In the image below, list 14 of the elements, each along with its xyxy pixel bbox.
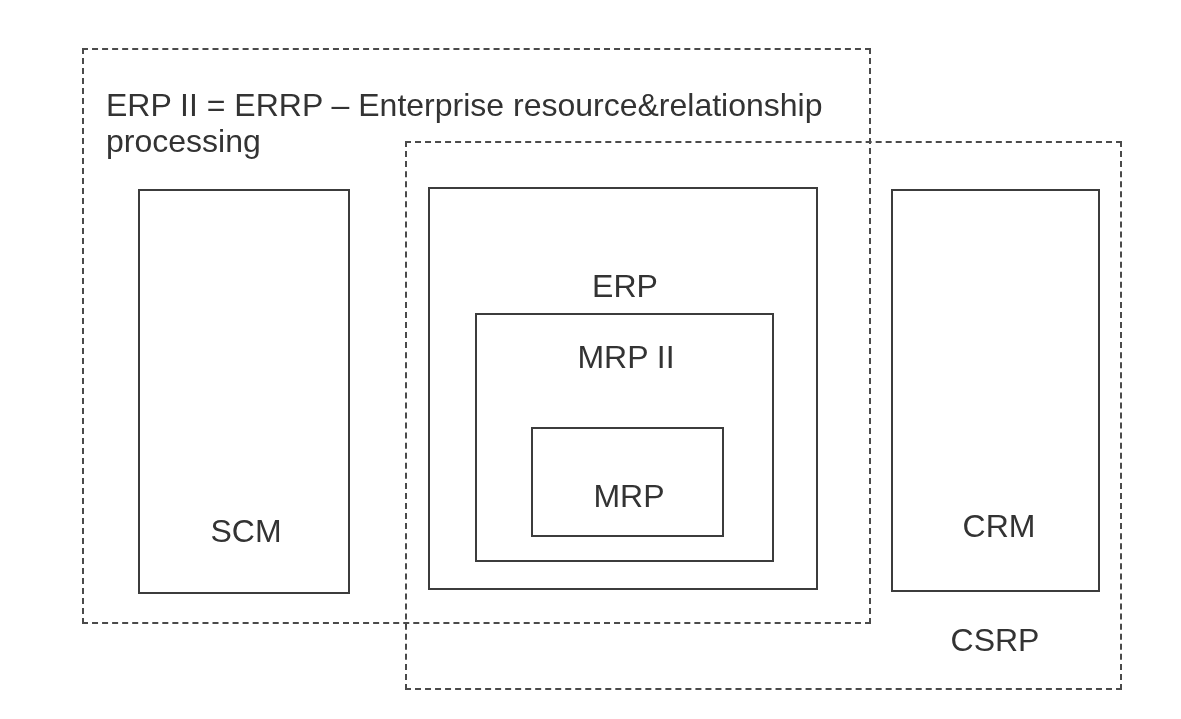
module-label: MRP — [593, 478, 665, 514]
module-box — [891, 189, 1100, 592]
module-label: ERP — [592, 268, 658, 304]
dashed-frame — [405, 141, 1122, 690]
module-box — [428, 187, 818, 590]
module-box — [138, 189, 350, 594]
frame-label: CSRP — [950, 622, 1040, 658]
dashed-frame — [82, 48, 871, 624]
frame-title: ERP II = ERRP – Enterprise resource&relationship processing — [106, 87, 824, 159]
module-box — [475, 313, 774, 562]
module-label: SCM — [210, 513, 282, 549]
module-label: CRM — [962, 508, 1036, 544]
module-label: MRP II — [577, 339, 675, 375]
module-box — [531, 427, 724, 537]
